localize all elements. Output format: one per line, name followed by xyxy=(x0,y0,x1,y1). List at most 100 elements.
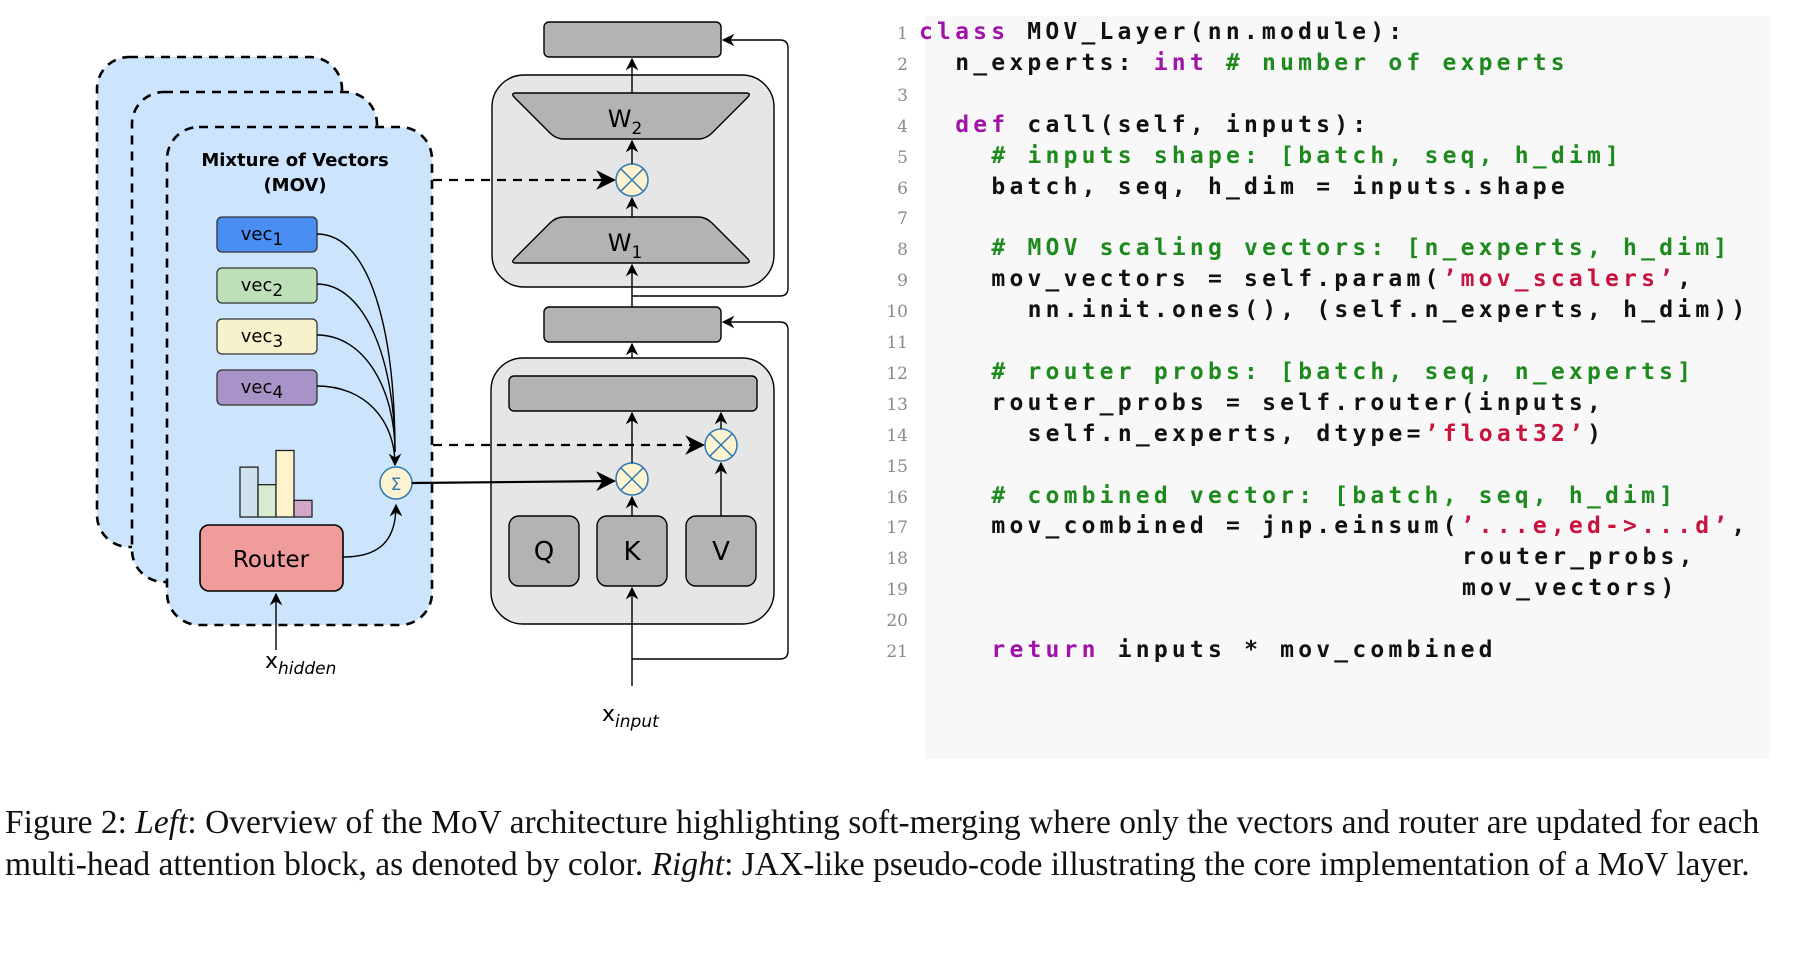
router-prob-bar-3 xyxy=(275,449,295,518)
code-line xyxy=(919,77,1794,112)
attention-norm-box xyxy=(543,306,722,343)
code-listing: class MOV_Layer(nn.module):n_experts: in… xyxy=(919,16,1770,759)
q-label: Q xyxy=(534,537,554,567)
attention-output-box xyxy=(508,375,758,412)
code-line-number: 7 xyxy=(897,209,908,230)
vec1-label: vec1 xyxy=(241,224,283,250)
caption-left-text: : Overview of the MoV architecture highl… xyxy=(5,804,1760,883)
code-line: class MOV_Layer(nn.module): xyxy=(919,15,1794,50)
sum-icon: Σ xyxy=(391,475,402,495)
code-line: mov_vectors) xyxy=(1462,571,1794,606)
mov-title-line2: (MOV) xyxy=(263,175,326,196)
sum-to-k-multiply-arrow xyxy=(411,471,616,492)
code-line-number: 21 xyxy=(886,642,908,662)
code-line: router_probs, xyxy=(1462,540,1794,575)
figure-caption: Figure 2: Left: Overview of the MoV arch… xyxy=(5,802,1790,886)
code-line-number: 16 xyxy=(886,487,908,508)
code-token: router_probs, xyxy=(1462,544,1697,571)
code-line-number: 20 xyxy=(886,611,908,632)
code-line: mov_vectors = self.param(’mov_scalers’, xyxy=(991,262,1794,297)
ffn-residual-connector xyxy=(632,33,789,297)
x-input-label: xinput xyxy=(602,702,660,732)
code-token: int xyxy=(1153,49,1208,76)
code-line-number: 9 xyxy=(897,271,908,292)
code-token: ’mov_scalers’ xyxy=(1442,266,1678,293)
code-line-number: 12 xyxy=(886,363,908,384)
code-line-number: 14 xyxy=(886,425,908,446)
caption-right-label: Right xyxy=(651,846,725,883)
code-line-number: 18 xyxy=(886,549,908,570)
code-line xyxy=(919,324,1794,359)
code-line: return inputs * mov_combined xyxy=(991,633,1794,668)
q-box xyxy=(508,515,580,587)
code-token: return xyxy=(991,637,1100,663)
code-line: batch, seq, h_dim = inputs.shape xyxy=(991,170,1794,205)
vec4-label: vec4 xyxy=(241,377,283,403)
code-token: mov_vectors) xyxy=(1462,575,1679,602)
code-line: # router probs: [batch, seq, n_experts] xyxy=(991,355,1794,390)
code-token: call(self, inputs): xyxy=(1009,111,1371,138)
code-line-number: 6 xyxy=(897,178,908,199)
vec4-box xyxy=(216,369,318,406)
code-line: def call(self, inputs): xyxy=(955,108,1794,143)
code-token: ’...e,ed->...d’ xyxy=(1460,513,1732,540)
code-line: n_experts: int # number of experts xyxy=(955,46,1794,81)
router-box xyxy=(199,524,344,592)
vec2-box xyxy=(216,267,318,304)
code-line xyxy=(919,602,1794,637)
caption-right-text: : JAX-like pseudo-code illustrating the … xyxy=(724,846,1750,883)
code-line: mov_combined = jnp.einsum(’...e,ed->...d… xyxy=(991,509,1794,544)
code-line-number: 2 xyxy=(897,54,908,75)
code-token: batch, seq, h_dim = inputs.shape xyxy=(991,173,1569,200)
attention-residual-connector xyxy=(632,315,789,660)
code-token: , xyxy=(1677,266,1696,293)
k-multiply-icon-stroke xyxy=(620,467,644,491)
vec3-box xyxy=(216,318,318,355)
caption-prefix: Figure 2: xyxy=(5,804,136,841)
code-token: n_experts: xyxy=(955,49,1154,76)
code-line: router_probs = self.router(inputs, xyxy=(991,386,1794,421)
w2-label: W2 xyxy=(608,105,643,139)
v-label: V xyxy=(712,537,730,567)
vec1-connector xyxy=(316,233,396,453)
vec3-label: vec3 xyxy=(241,326,283,352)
code-token: self.n_experts, dtype= xyxy=(1027,420,1425,447)
code-token: def xyxy=(955,111,1010,138)
code-line xyxy=(919,448,1794,483)
vec4-connector xyxy=(316,385,402,467)
vec2-label: vec2 xyxy=(241,275,283,301)
caption-left-label: Left xyxy=(135,804,188,841)
vec3-connector xyxy=(316,334,396,453)
code-line: # MOV scaling vectors: [n_experts, h_dim… xyxy=(991,231,1794,266)
ffn-multiply-icon-stroke xyxy=(620,168,644,192)
code-line-number: 3 xyxy=(897,85,908,106)
code-token: ) xyxy=(1587,420,1606,447)
router-prob-bar-2 xyxy=(257,484,277,518)
vec2-connector xyxy=(316,283,396,453)
code-token: mov_vectors = self.param( xyxy=(991,266,1443,293)
router-prob-bar-4 xyxy=(293,499,313,518)
code-token: mov_combined = jnp.einsum( xyxy=(991,513,1461,540)
w1-label: W1 xyxy=(608,229,643,263)
output-norm-box xyxy=(543,21,722,58)
router-label: Router xyxy=(233,547,310,573)
code-line-number: 17 xyxy=(886,518,908,539)
w1-trapezoid xyxy=(512,216,750,264)
code-token: ’float32’ xyxy=(1424,420,1588,447)
code-token: # combined vector: [batch, seq, h_dim] xyxy=(991,482,1678,509)
v-multiply-icon-stroke xyxy=(709,433,733,457)
router-to-sum-connector xyxy=(342,503,403,558)
code-token: # MOV scaling vectors: [n_experts, h_dim… xyxy=(991,235,1732,262)
router-prob-bar-1 xyxy=(239,466,259,518)
code-line-number: 13 xyxy=(886,394,908,415)
code-line xyxy=(919,200,1794,235)
code-line-number: 1 xyxy=(897,24,908,44)
code-token: nn.init.ones(), (self.n_experts, h_dim)) xyxy=(1027,297,1750,324)
mov-architecture-diagram: Mixture of Vectors (MOV) vec1vec2vec3vec… xyxy=(95,21,789,732)
code-line-number: 10 xyxy=(886,302,908,323)
code-line-number: 19 xyxy=(886,580,908,601)
code-token: # router probs: [batch, seq, n_experts] xyxy=(991,358,1696,385)
code-token: router_probs = self.router(inputs, xyxy=(991,389,1605,416)
code-token: class xyxy=(919,19,1010,45)
